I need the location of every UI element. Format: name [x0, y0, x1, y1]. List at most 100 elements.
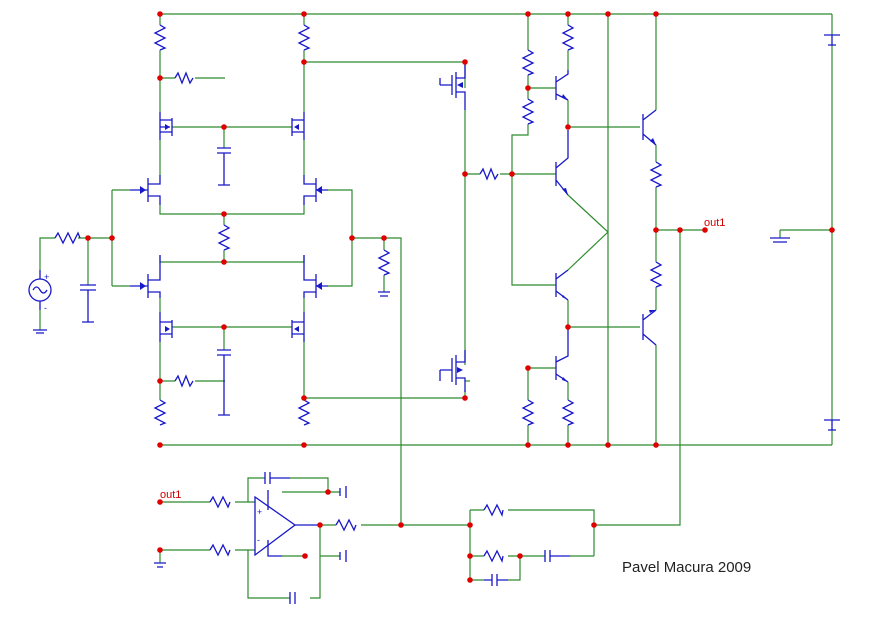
junction-dot [157, 547, 163, 553]
junction-dot [565, 11, 571, 17]
junction-dot [467, 522, 473, 528]
junction-dot [677, 227, 683, 233]
bjt-q9 [555, 70, 569, 101]
out1-label-top: out1 [704, 217, 725, 229]
junction-dot [157, 499, 163, 505]
junction-dot [525, 442, 531, 448]
resistor-gate2 [174, 374, 194, 388]
junction-dot [221, 324, 227, 330]
mosfet-upper [439, 62, 466, 110]
junction-dot [302, 553, 308, 559]
junction-dot [462, 395, 468, 401]
junction-dot [565, 442, 571, 448]
out1-label-left: out1 [160, 489, 181, 501]
resistor-emitter2 [649, 261, 663, 288]
capacitor-fb2 [484, 574, 508, 586]
junction-dot [85, 235, 91, 241]
capacitor-fb [544, 550, 570, 562]
junction-dot [462, 171, 468, 177]
mosfet-lower [439, 350, 466, 392]
junction-dot [565, 124, 571, 130]
capacitor-in [80, 284, 96, 323]
resistor-vas2 [561, 399, 575, 426]
resistor-op-in2 [209, 543, 231, 557]
capacitor-op-fb [289, 592, 296, 604]
junction-dot [525, 11, 531, 17]
resistor-bias2 [521, 98, 535, 125]
junction-dot [565, 324, 571, 330]
opamp-plus: + [257, 507, 262, 517]
junction-dot [381, 235, 387, 241]
junction-dot [525, 85, 531, 91]
junction-dot [157, 442, 163, 448]
junction-dot [702, 227, 708, 233]
op-amp [254, 495, 297, 557]
wires [39, 13, 833, 599]
author-signature: Pavel Macura 2009 [622, 559, 751, 576]
junction-dot [517, 553, 523, 559]
components [28, 24, 840, 604]
ground-load [378, 291, 390, 297]
junction-dot [653, 442, 659, 448]
ground-op3 [339, 550, 347, 562]
resistor-r4 [297, 399, 311, 426]
capacitor-op-comp [264, 472, 290, 484]
resistor-load [377, 249, 391, 276]
resistor-in [54, 231, 81, 245]
source-plus: + [44, 272, 49, 282]
junction-dot [653, 11, 659, 17]
resistor-bias3 [521, 399, 535, 426]
bjt-q10 [555, 130, 569, 196]
mosfet-q2 [291, 112, 305, 140]
ground-out [770, 237, 790, 243]
opamp-minus: - [257, 535, 260, 545]
resistor-op-in1 [209, 495, 231, 509]
junction-dot [605, 442, 611, 448]
junction-dot [467, 553, 473, 559]
capacitor-bottom [217, 349, 231, 416]
junction-dot [398, 522, 404, 528]
bjt-out-upper [642, 109, 657, 146]
source-minus: - [44, 303, 47, 313]
junction-dot [221, 124, 227, 130]
mosfet-q7 [159, 312, 173, 342]
resistor-mid [479, 167, 499, 181]
bjt-out-lower [642, 309, 657, 346]
junction-dot [109, 235, 115, 241]
junction-dot [221, 211, 227, 217]
junction-dot [301, 11, 307, 17]
junction-dot [591, 522, 597, 528]
junction-dot [157, 75, 163, 81]
resistor-r2 [297, 24, 311, 51]
resistor-r3 [153, 399, 167, 426]
junction-dot [157, 11, 163, 17]
mosfet-q8 [291, 312, 305, 342]
battery-bottom [824, 419, 840, 431]
junction-dots [85, 11, 835, 583]
junction-dot [317, 522, 323, 528]
jfet-q5 [130, 255, 161, 298]
junction-dot [467, 577, 473, 583]
junction-dot [525, 365, 531, 371]
junction-dot [349, 235, 355, 241]
resistor-fb2 [483, 549, 504, 563]
resistor-bias1 [521, 49, 535, 76]
ground-op [154, 562, 166, 568]
resistor-vas1 [561, 24, 575, 51]
capacitor-top [217, 147, 231, 186]
resistor-gate1 [174, 71, 194, 85]
resistor-op-out [335, 518, 357, 532]
junction-dot [462, 59, 468, 65]
junction-dot [653, 227, 659, 233]
resistor-r1 [153, 24, 167, 51]
junction-dot [221, 259, 227, 265]
resistor-fb1 [483, 503, 504, 517]
junction-dot [301, 59, 307, 65]
junction-dot [325, 489, 331, 495]
bjt-q12 [555, 327, 569, 383]
battery-top [824, 34, 840, 46]
jfet-q3 [130, 175, 161, 205]
junction-dot [509, 171, 515, 177]
